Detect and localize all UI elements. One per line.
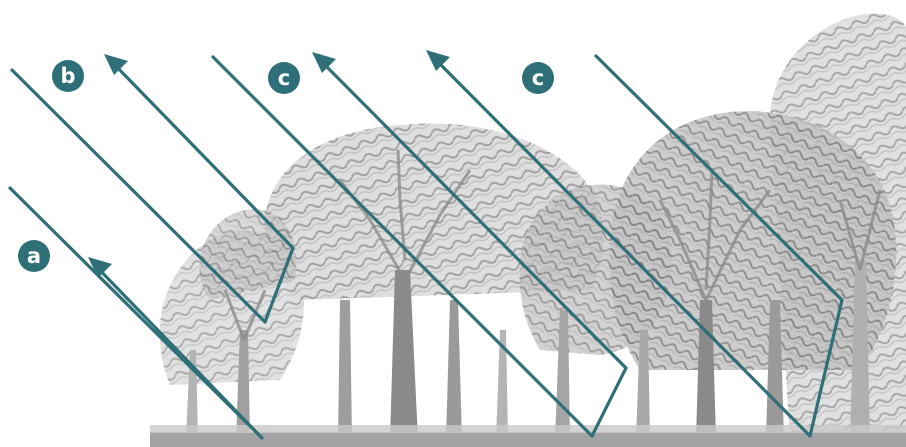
arrowhead-icon bbox=[426, 50, 450, 71]
label-c1: c bbox=[278, 66, 290, 90]
label-c2: c bbox=[532, 66, 544, 90]
label-b: b bbox=[60, 64, 75, 88]
ray-b-incident bbox=[12, 70, 265, 322]
ground bbox=[150, 432, 906, 447]
label-a: a bbox=[27, 244, 41, 268]
arrowhead-icon bbox=[312, 52, 336, 73]
tree-canopy-mid-right bbox=[520, 184, 673, 355]
ray-b-reflected bbox=[110, 60, 293, 248]
label-badge-c1: c bbox=[268, 62, 300, 94]
label-badge-b: b bbox=[52, 60, 84, 92]
label-badge-c2: c bbox=[522, 62, 554, 94]
label-badge-a: a bbox=[18, 240, 50, 272]
arrowhead-icon bbox=[104, 54, 128, 75]
